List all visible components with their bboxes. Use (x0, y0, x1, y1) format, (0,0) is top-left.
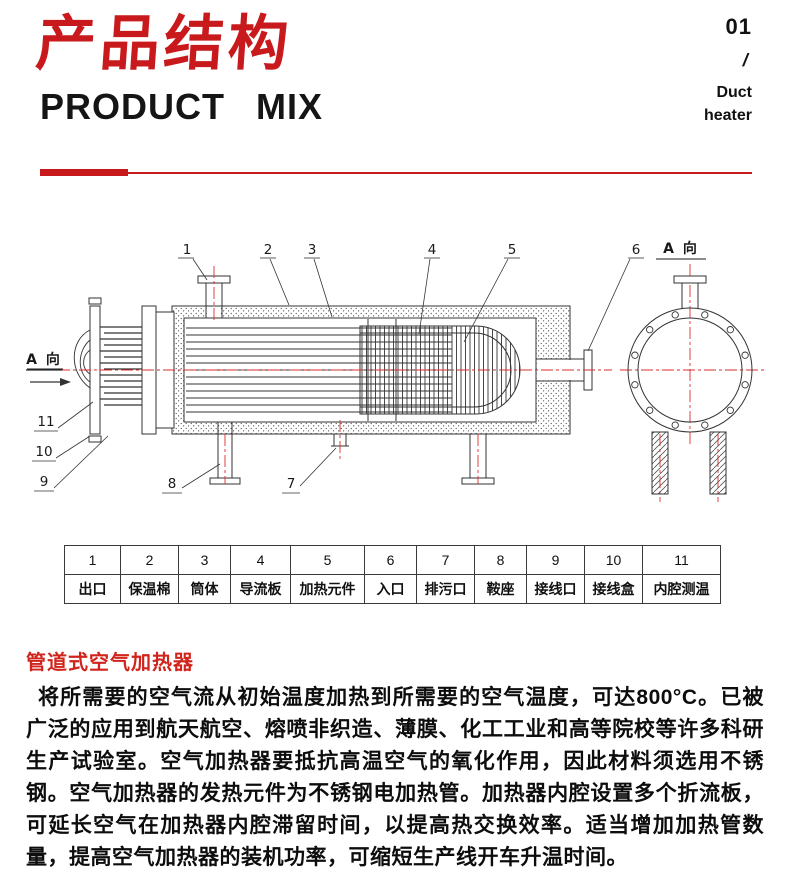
part-number: 1 (64, 545, 121, 575)
parts-label-row: 出口 保温棉 筒体 导流板 加热元件 入口 排污口 鞍座 接线口 接线盒 内腔测… (64, 574, 721, 604)
callout-label-5: 5 (508, 242, 517, 258)
category-line-2: heater (703, 107, 752, 125)
part-number: 8 (474, 545, 527, 575)
part-label: 接线口 (526, 574, 585, 604)
part-label: 加热元件 (290, 574, 365, 604)
callout-leaders (32, 257, 644, 494)
duct-heater-drawing: 1 2 3 4 5 6 7 8 9 10 11 A 向 A 向 (26, 240, 764, 502)
view-label-right: A 向 (663, 240, 699, 257)
part-number: 2 (120, 545, 179, 575)
category-line-1: Duct (716, 84, 752, 101)
lead-wires (73, 329, 91, 389)
terminal-pins (100, 326, 142, 406)
part-number: 6 (364, 545, 417, 575)
page-title-cn: 产品结构 (33, 10, 295, 77)
part-label: 接线盒 (584, 574, 643, 604)
part-number: 4 (230, 545, 291, 575)
part-number: 10 (584, 545, 643, 575)
part-label: 保温棉 (120, 574, 179, 604)
view-direction-arrow (26, 369, 71, 386)
callout-label-11: 11 (37, 414, 54, 430)
part-label: 筒体 (178, 574, 231, 604)
red-divider-line (40, 172, 752, 174)
view-label-left: A 向 (26, 351, 62, 368)
part-number: 3 (178, 545, 231, 575)
callout-label-4: 4 (428, 242, 437, 258)
part-label: 导流板 (230, 574, 291, 604)
part-number: 11 (642, 545, 721, 575)
part-number: 9 (526, 545, 585, 575)
callout-label-3: 3 (308, 242, 317, 258)
bolt-holes (631, 311, 749, 429)
section-heading: 管道式空气加热器 (26, 652, 194, 674)
technical-diagram: 1 2 3 4 5 6 7 8 9 10 11 A 向 A 向 (0, 222, 790, 544)
parts-number-row: 1 2 3 4 5 6 7 8 9 10 11 (64, 545, 721, 575)
callout-label-10: 10 (35, 444, 52, 460)
part-label: 入口 (364, 574, 417, 604)
callout-label-8: 8 (168, 476, 177, 492)
red-divider-accent (40, 169, 128, 176)
parts-table: 1 2 3 4 5 6 7 8 9 10 11 出口 保温棉 筒体 导流板 加热… (64, 545, 721, 604)
end-view (627, 275, 753, 495)
callout-label-1: 1 (183, 242, 192, 258)
callout-label-9: 9 (40, 474, 49, 490)
page-title-en: PRODUCT MIX (40, 86, 323, 127)
description-paragraph: 将所需要的空气流从初始温度加热到所需要的空气温度，可达800°C。已被广泛的应用… (26, 686, 764, 869)
description-section: 管道式空气加热器 将所需要的空气流从初始温度加热到所需要的空气温度，可达800°… (26, 646, 764, 872)
part-number: 7 (416, 545, 475, 575)
part-label: 排污口 (416, 574, 475, 604)
header-corner: 01 / Duct heater (704, 14, 752, 127)
part-label: 出口 (64, 574, 121, 604)
slash-mark: / (740, 50, 751, 70)
page-number: 01 (725, 14, 752, 39)
callout-label-2: 2 (264, 242, 273, 258)
part-label: 鞍座 (474, 574, 527, 604)
part-label: 内腔测温 (642, 574, 721, 604)
callout-label-6: 6 (632, 242, 641, 258)
callout-label-7: 7 (287, 476, 296, 492)
part-number: 5 (290, 545, 365, 575)
